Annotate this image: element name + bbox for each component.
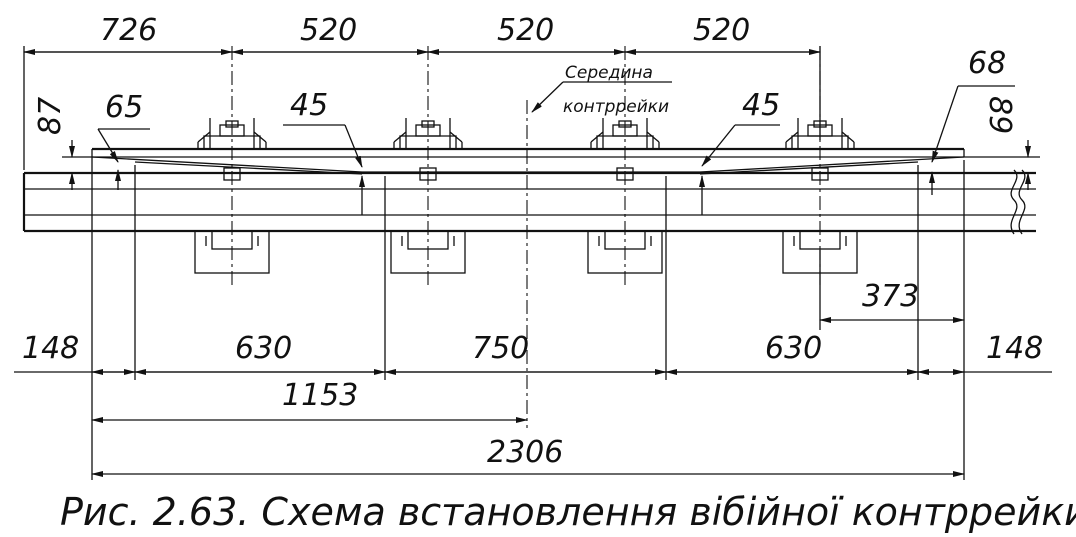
rail (22, 169, 1036, 235)
overall-dims: 1153 2306 (91, 378, 965, 477)
dim-68: 68 (968, 46, 1006, 81)
dim-bottom-630-left: 630 (235, 331, 292, 366)
dim-373: 373 (862, 279, 919, 314)
fastening-3 (587, 46, 663, 285)
fastening-assemblies (194, 46, 858, 285)
dim-top-726: 726 (100, 13, 157, 48)
dim-top-520-b: 520 (497, 13, 554, 48)
dim-1153: 1153 (282, 378, 358, 413)
dim-45-right: 45 (742, 88, 780, 123)
dim-89: 89 (982, 96, 1017, 134)
counter-rail (91, 147, 965, 175)
dim-bottom-630-right: 630 (765, 331, 822, 366)
right-height-dims: 68 89 (929, 46, 1040, 195)
figure-caption: Рис. 2.63. Схема встановлення вібійної к… (60, 490, 1076, 534)
center-label-line1: Середина (565, 63, 653, 83)
bottom-dimension-chain: 148 630 750 630 148 (14, 157, 1052, 480)
dim-2306: 2306 (487, 435, 563, 470)
counter-rail-center: Середина контррейки (526, 63, 672, 428)
dim-top-520-c: 520 (693, 13, 750, 48)
dim-45-left: 45 (290, 88, 328, 123)
fastening-2 (390, 46, 466, 285)
dim-bottom-750: 750 (472, 331, 529, 366)
dim-bottom-148-left: 148 (22, 331, 79, 366)
dim-bottom-148-right: 148 (986, 331, 1043, 366)
fastening-1 (194, 46, 270, 285)
center-label-line2: контррейки (563, 97, 669, 117)
dims-45: 45 45 (283, 88, 780, 215)
dim-87: 87 (33, 97, 68, 135)
dim-top-520-a: 520 (300, 13, 357, 48)
left-height-dims: 87 65 (33, 90, 150, 190)
dim-65: 65 (105, 90, 143, 125)
top-dimension-chain: 726 520 520 520 (23, 13, 821, 170)
dim-373-group: 373 (819, 160, 965, 480)
